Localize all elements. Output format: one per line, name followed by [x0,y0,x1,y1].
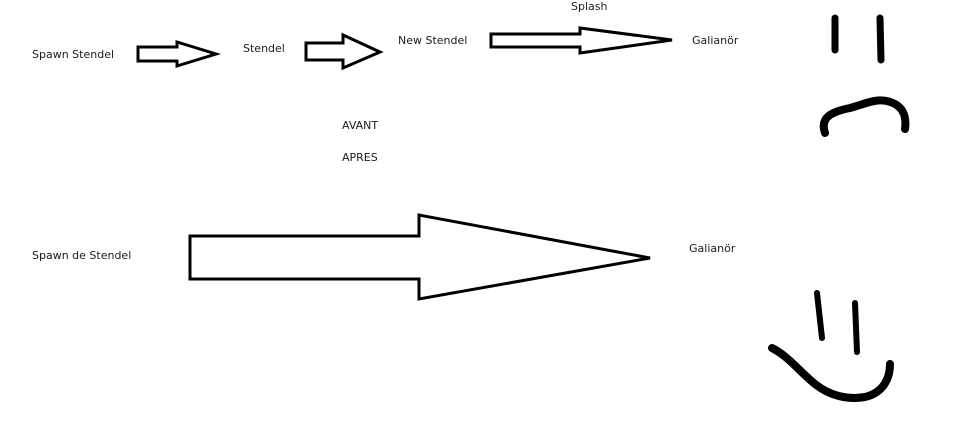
arrow-1 [136,39,222,69]
edge-label-splash: Splash [571,0,608,13]
section-label-apres: APRES [342,151,378,164]
arrow-3-splash [489,26,673,55]
node-stendel: Stendel [243,42,285,55]
section-label-avant: AVANT [342,119,379,132]
node-new-stendel: New Stendel [398,34,468,47]
node-galianor-after: Galianör [689,242,736,255]
arrow-big [188,213,651,301]
happy-face-icon [768,290,894,402]
node-galianor-before: Galianör [692,34,739,47]
node-spawn-stendel: Spawn Stendel [32,48,115,61]
arrow-2 [304,32,384,71]
node-spawn-de-stendel: Spawn de Stendel [32,249,132,262]
sad-face-icon [819,14,910,137]
